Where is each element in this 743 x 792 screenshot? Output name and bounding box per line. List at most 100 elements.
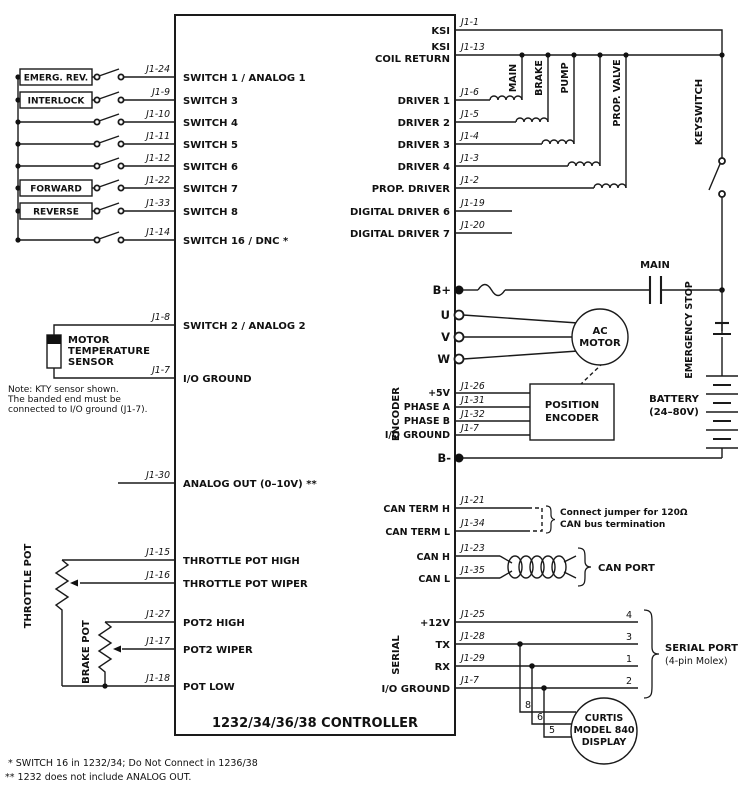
io-label: DIGITAL DRIVER 6 bbox=[350, 207, 450, 218]
battery-label: (24–80V) bbox=[649, 407, 699, 418]
display-pin-number: 5 bbox=[549, 725, 555, 736]
b-plus-terminal-label: B+ bbox=[433, 283, 451, 297]
io-label: THROTTLE POT HIGH bbox=[183, 556, 300, 567]
molex-pin-number: 4 bbox=[626, 610, 632, 621]
controller-title: 1232/34/36/38 CONTROLLER bbox=[212, 716, 418, 731]
brake-pot-label: BRAKE POT bbox=[81, 620, 92, 684]
io-label: SWITCH 4 bbox=[183, 118, 238, 129]
io-label: PHASE A bbox=[404, 402, 451, 413]
pin-label: J1-5 bbox=[459, 109, 479, 120]
kty-note: Note: KTY sensor shown. bbox=[8, 385, 119, 395]
serial-section-label: SERIAL bbox=[391, 635, 402, 675]
power-circuit: B+ MAIN EMERGENCY STOP BATTERY (24–80V) … bbox=[433, 260, 738, 465]
pin-label: J1-30 bbox=[144, 470, 170, 481]
pin-label: J1-24 bbox=[144, 64, 170, 75]
kty-note: connected to I/O ground (J1-7). bbox=[8, 405, 147, 415]
io-label: +12V bbox=[420, 618, 450, 629]
coil-return-bus: J1-13 KSI COIL RETURN bbox=[375, 42, 725, 65]
serial-port-sublabel: (4-pin Molex) bbox=[665, 656, 728, 667]
io-label: KSI bbox=[431, 26, 450, 37]
b-minus-terminal-label: B- bbox=[437, 451, 451, 465]
pin-label: J1-28 bbox=[459, 631, 485, 642]
pin-label: J1-23 bbox=[459, 543, 485, 554]
pin-label: J1-4 bbox=[459, 131, 479, 142]
analog-out: J1-30 ANALOG OUT (0–10V) ** bbox=[118, 470, 317, 490]
io-label: COIL RETURN bbox=[375, 54, 450, 65]
forward-label: FORWARD bbox=[30, 185, 82, 195]
io-label: SWITCH 5 bbox=[183, 140, 238, 151]
pin-label: J1-11 bbox=[144, 131, 170, 142]
pin-label: J1-6 bbox=[459, 87, 479, 98]
throttle-pot: THROTTLE POT J1-15 THROTTLE POT HIGH J1-… bbox=[23, 544, 308, 686]
pin-label: J1-7 bbox=[459, 423, 479, 434]
serial-port-label: SERIAL PORT bbox=[665, 643, 738, 654]
pin-label: J1-14 bbox=[144, 227, 170, 238]
io-label: DRIVER 3 bbox=[398, 140, 450, 151]
switch-input-internal-labels: SWITCH 1 / ANALOG 1 SWITCH 3 SWITCH 4 SW… bbox=[183, 73, 306, 247]
io-label: SWITCH 1 / ANALOG 1 bbox=[183, 73, 306, 84]
pin-label: J1-33 bbox=[144, 198, 170, 209]
pin-label: J1-20 bbox=[459, 220, 485, 231]
footnotes: * SWITCH 16 in 1232/34; Do Not Connect i… bbox=[5, 758, 258, 783]
io-label: SWITCH 16 / DNC * bbox=[183, 236, 289, 247]
motor-temp-sensor: MOTOR TEMPERATURE SENSOR J1-8 SWITCH 2 /… bbox=[7, 312, 306, 415]
io-label: ANALOG OUT (0–10V) ** bbox=[183, 479, 317, 490]
encoder-section: POSITION ENCODER ENCODER J1-26+5V J1-31P… bbox=[385, 381, 615, 441]
pin-label: J1-13 bbox=[459, 42, 485, 53]
switch-input-pins: J1-24 J1-9 J1-10 J1-11 J1-12 J1-22 J1-33… bbox=[144, 64, 170, 238]
io-label: CAN L bbox=[418, 574, 450, 585]
keyswitch-label: KEYSWITCH bbox=[694, 79, 705, 145]
reverse-label: REVERSE bbox=[33, 208, 79, 218]
io-label: THROTTLE POT WIPER bbox=[183, 579, 308, 590]
footnote-switch16: * SWITCH 16 in 1232/34; Do Not Connect i… bbox=[8, 758, 258, 769]
display-section: 8 6 5 CURTIS MODEL 840 DISPLAY bbox=[517, 641, 638, 765]
io-label: RX bbox=[435, 662, 451, 673]
battery-label: BATTERY bbox=[649, 394, 699, 405]
pin-label: J1-9 bbox=[150, 87, 170, 98]
pin-label: J1-34 bbox=[459, 518, 485, 529]
io-label: CAN TERM H bbox=[383, 504, 450, 515]
pin-label: J1-3 bbox=[459, 153, 479, 164]
sensor-name: TEMPERATURE bbox=[68, 346, 150, 357]
position-encoder-label: POSITION bbox=[545, 400, 599, 411]
interlock-label: INTERLOCK bbox=[28, 97, 86, 107]
pin-label: J1-27 bbox=[144, 609, 170, 620]
sensor-name: MOTOR bbox=[68, 335, 110, 346]
pin-label: J1-26 bbox=[459, 381, 485, 392]
pin-label: J1-25 bbox=[459, 609, 485, 620]
io-label: CAN TERM L bbox=[385, 527, 450, 538]
phase-v-label: V bbox=[441, 330, 450, 344]
pump-coil-label: PUMP bbox=[560, 62, 571, 93]
pin-label: J1-15 bbox=[144, 547, 170, 558]
display-label: MODEL 840 bbox=[573, 725, 634, 736]
controller-box: 1232/34/36/38 CONTROLLER bbox=[174, 14, 456, 736]
io-label: PHASE B bbox=[404, 416, 450, 427]
molex-pin-number: 2 bbox=[626, 676, 632, 687]
io-label: DIGITAL DRIVER 7 bbox=[350, 229, 450, 240]
io-label: CAN H bbox=[416, 552, 450, 563]
pin-label: J1-19 bbox=[459, 198, 485, 209]
main-contactor-label: MAIN bbox=[640, 260, 670, 271]
pin-label: J1-32 bbox=[459, 409, 485, 420]
coil-labels: MAIN BRAKE PUMP PROP. VALVE bbox=[508, 59, 623, 126]
pin-label: J1-12 bbox=[144, 153, 170, 164]
ksi-keyswitch: J1-1 KSI KEYSWITCH bbox=[431, 17, 726, 290]
display-pin-number: 6 bbox=[537, 712, 543, 723]
driver-outputs bbox=[455, 52, 629, 234]
footnote-analog-out: ** 1232 does not include ANALOG OUT. bbox=[5, 772, 191, 783]
pin-label: J1-7 bbox=[459, 675, 479, 686]
io-label: SWITCH 2 / ANALOG 2 bbox=[183, 321, 306, 332]
encoder-section-label: ENCODER bbox=[391, 387, 402, 441]
io-label: PROP. DRIVER bbox=[372, 184, 451, 195]
io-label: I/O GROUND bbox=[385, 430, 450, 441]
phase-u-label: U bbox=[441, 308, 450, 322]
pin-label: J1-29 bbox=[459, 653, 485, 664]
pin-label: J1-17 bbox=[144, 636, 170, 647]
molex-pin-number: 3 bbox=[626, 632, 632, 643]
brake-pot: BRAKE POT J1-27 POT2 HIGH J1-17 POT2 WIP… bbox=[62, 609, 253, 693]
pin-label: J1-2 bbox=[459, 175, 479, 186]
motor-circuit: U V W AC MOTOR bbox=[437, 308, 629, 385]
display-label: CURTIS bbox=[585, 713, 624, 724]
